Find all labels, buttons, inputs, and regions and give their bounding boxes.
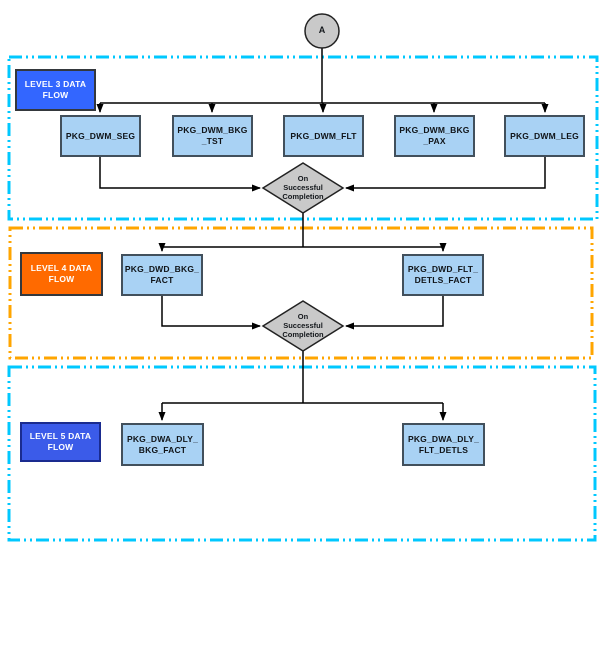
arrow-leg-to-decision1 xyxy=(345,157,546,192)
connector-lines xyxy=(96,48,549,421)
arrow-dwdbkg-to-decision2 xyxy=(161,296,261,330)
node-pkg-dwm-bkg-pax: PKG_DWM_BKG _PAX xyxy=(394,115,475,157)
level5-container-border xyxy=(7,365,597,542)
node-label: PKG_DWM_LEG xyxy=(510,130,579,141)
offpage-connector-label: A xyxy=(318,25,326,35)
decision2-line2: Successful xyxy=(283,321,323,330)
level3-label-line2: FLOW xyxy=(42,90,69,100)
level4-label-line1: LEVEL 4 DATA xyxy=(30,262,93,273)
node-label-line1: PKG_DWA_DLY_ xyxy=(126,433,199,444)
node-label-line2: FACT xyxy=(150,275,174,285)
offpage-connector-circle xyxy=(304,13,340,49)
node-pkg-dwa-dly-flt-detls: PKG_DWA_DLY_ FLT_DETLS xyxy=(402,423,485,466)
level4-label-box: LEVEL 4 DATA FLOW xyxy=(20,252,103,296)
level5-label-line2: FLOW xyxy=(47,442,74,452)
arrow-seg-to-decision1 xyxy=(99,157,261,192)
node-pkg-dwa-dly-bkg-fact: PKG_DWA_DLY_ BKG_FACT xyxy=(121,423,204,466)
node-pkg-dwd-flt-detls-fact: PKG_DWD_FLT_ DETLS_FACT xyxy=(402,254,484,296)
decision2-line1: On xyxy=(297,312,309,321)
decision1-line3: Completion xyxy=(282,192,324,201)
node-pkg-dwm-seg: PKG_DWM_SEG xyxy=(60,115,141,157)
node-pkg-dwm-leg: PKG_DWM_LEG xyxy=(504,115,585,157)
decision2-line3: Completion xyxy=(282,330,324,339)
node-label-line2: _PAX xyxy=(423,136,446,146)
decision1-line2: Successful xyxy=(283,183,323,192)
level5-label-line1: LEVEL 5 DATA xyxy=(29,430,92,441)
level4-label-line2: FLOW xyxy=(48,274,75,284)
node-label-line1: PKG_DWM_BKG xyxy=(399,125,470,136)
node-label-line1: PKG_DWD_FLT_ xyxy=(407,264,479,275)
node-label: PKG_DWM_FLT xyxy=(290,130,357,141)
node-label-line2: _TST xyxy=(201,136,224,146)
node-label-line1: PKG_DWD_BKG_ xyxy=(124,264,200,275)
node-label-line1: PKG_DWA_DLY_ xyxy=(407,433,480,444)
decision1-diamond xyxy=(261,162,345,214)
decision1-label: On Successful Completion xyxy=(258,174,348,201)
decision2-label: On Successful Completion xyxy=(258,312,348,339)
node-pkg-dwm-bkg-tst: PKG_DWM_BKG _TST xyxy=(172,115,253,157)
node-label-line2: DETLS_FACT xyxy=(414,275,472,285)
node-pkg-dwd-bkg-fact: PKG_DWD_BKG_ FACT xyxy=(121,254,203,296)
decision1-line1: On xyxy=(297,174,309,183)
node-label-line2: FLT_DETLS xyxy=(418,444,469,455)
node-label: PKG_DWM_SEG xyxy=(65,130,136,141)
level5-label-box: LEVEL 5 DATA FLOW xyxy=(20,422,101,462)
level4-container-border xyxy=(8,226,594,360)
node-label-line1: PKG_DWM_BKG xyxy=(177,125,248,136)
level3-label-box: LEVEL 3 DATA FLOW xyxy=(15,69,96,111)
node-label-line2: BKG_FACT xyxy=(138,444,187,455)
level3-label-line1: LEVEL 3 DATA xyxy=(24,78,87,89)
node-pkg-dwm-flt: PKG_DWM_FLT xyxy=(283,115,364,157)
arrow-dwdflt-to-decision2 xyxy=(345,296,444,330)
decision2-diamond xyxy=(261,300,345,352)
